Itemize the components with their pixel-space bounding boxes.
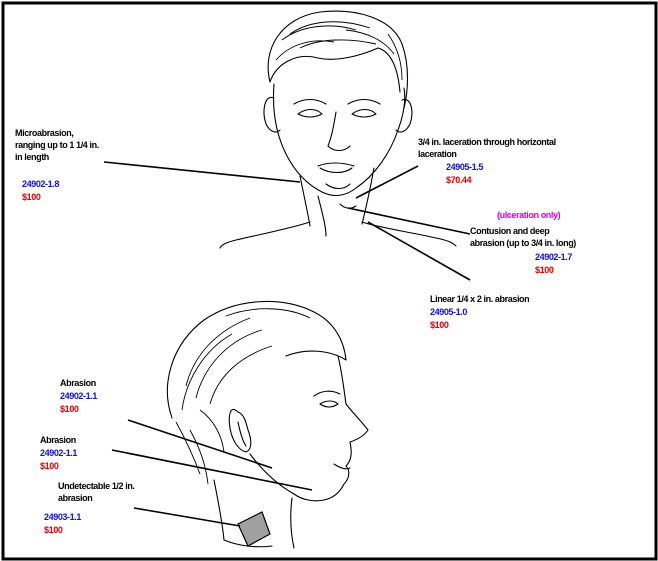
front-right-code: 24905-1.5	[446, 162, 483, 172]
front-left-line2: ranging up to 1 1/4 in.	[15, 140, 99, 150]
front-bottom-code: 24905-1.0	[430, 307, 467, 317]
front-shoulders	[220, 222, 456, 248]
front-bottom-line1: Linear 1/4 x 2 in. abrasion	[430, 294, 529, 304]
profile-brow	[314, 391, 340, 396]
front-neck	[300, 168, 374, 236]
annotation-profile-mid: Abrasion 24902-1.1 $100	[40, 435, 77, 471]
profile-neck-patch	[238, 512, 270, 546]
pointer-lines	[104, 162, 470, 526]
profile-jaw	[250, 454, 294, 494]
front-face-outline	[274, 84, 405, 195]
front-note-code: 24902-1.7	[535, 252, 572, 262]
front-chin	[326, 184, 350, 189]
front-left-charge: $100	[22, 192, 41, 202]
annotation-front-left: Microabrasion, ranging up to 1 1/4 in. i…	[15, 128, 99, 202]
front-left-eye	[298, 110, 322, 118]
profile-bottom-charge: $100	[44, 525, 63, 535]
profile-bottom-code: 24903-1.1	[44, 512, 81, 522]
profile-mid-charge: $100	[40, 461, 59, 471]
profile-bottom-line2: abrasion	[58, 493, 92, 503]
profile-mid-line1: Abrasion	[40, 435, 76, 445]
profile-head-illustration	[167, 302, 368, 548]
pointer-front-left	[104, 162, 300, 182]
front-left-brow	[294, 100, 326, 105]
profile-top-line1: Abrasion	[60, 378, 96, 388]
front-note-charge: $100	[535, 265, 554, 275]
front-nose	[328, 112, 350, 151]
annotation-front-right: 3/4 in. laceration through horizontal la…	[418, 137, 556, 185]
pointer-front-right	[356, 166, 418, 198]
profile-top-charge: $100	[60, 404, 79, 414]
pointer-profile-mid	[112, 450, 312, 490]
front-right-line1: 3/4 in. laceration through horizontal	[418, 137, 556, 147]
front-right-eye	[352, 110, 376, 118]
profile-hair	[167, 302, 346, 418]
profile-mid-code: 24902-1.1	[40, 448, 77, 458]
profile-eye	[320, 401, 338, 407]
front-left-ear	[264, 97, 280, 132]
profile-top-code: 24902-1.1	[60, 391, 97, 401]
front-head-illustration	[220, 11, 456, 248]
page-border	[3, 3, 656, 559]
profile-ear	[229, 409, 251, 452]
annotation-profile-bottom: Undetectable 1/2 in. abrasion 24903-1.1 …	[44, 481, 135, 535]
annotation-front-bottom: Linear 1/4 x 2 in. abrasion 24905-1.0 $1…	[430, 294, 529, 330]
pointer-profile-bottom	[134, 508, 240, 526]
front-left-code: 24902-1.8	[22, 179, 59, 189]
front-note-text: (ulceration only)	[497, 210, 561, 220]
front-note-line1: Contusion and deep	[470, 226, 550, 236]
annotation-front-note: (ulceration only) Contusion and deep abr…	[470, 210, 576, 275]
annotation-profile-top: Abrasion 24902-1.1 $100	[60, 378, 97, 414]
front-right-line2: laceration	[418, 149, 457, 159]
pointer-front-note	[348, 208, 470, 234]
profile-face-outline	[294, 356, 368, 501]
front-left-line1: Microabrasion,	[15, 128, 73, 138]
front-bottom-charge: $100	[430, 320, 449, 330]
profile-bottom-line1: Undetectable 1/2 in.	[58, 481, 135, 491]
front-hair	[268, 11, 407, 108]
front-note-line2: abrasion (up to 3/4 in. long)	[470, 238, 576, 248]
front-right-brow	[348, 100, 380, 105]
front-mouth	[318, 163, 354, 173]
front-left-line3: in length	[15, 152, 49, 162]
front-right-charge: $70.44	[446, 175, 472, 185]
